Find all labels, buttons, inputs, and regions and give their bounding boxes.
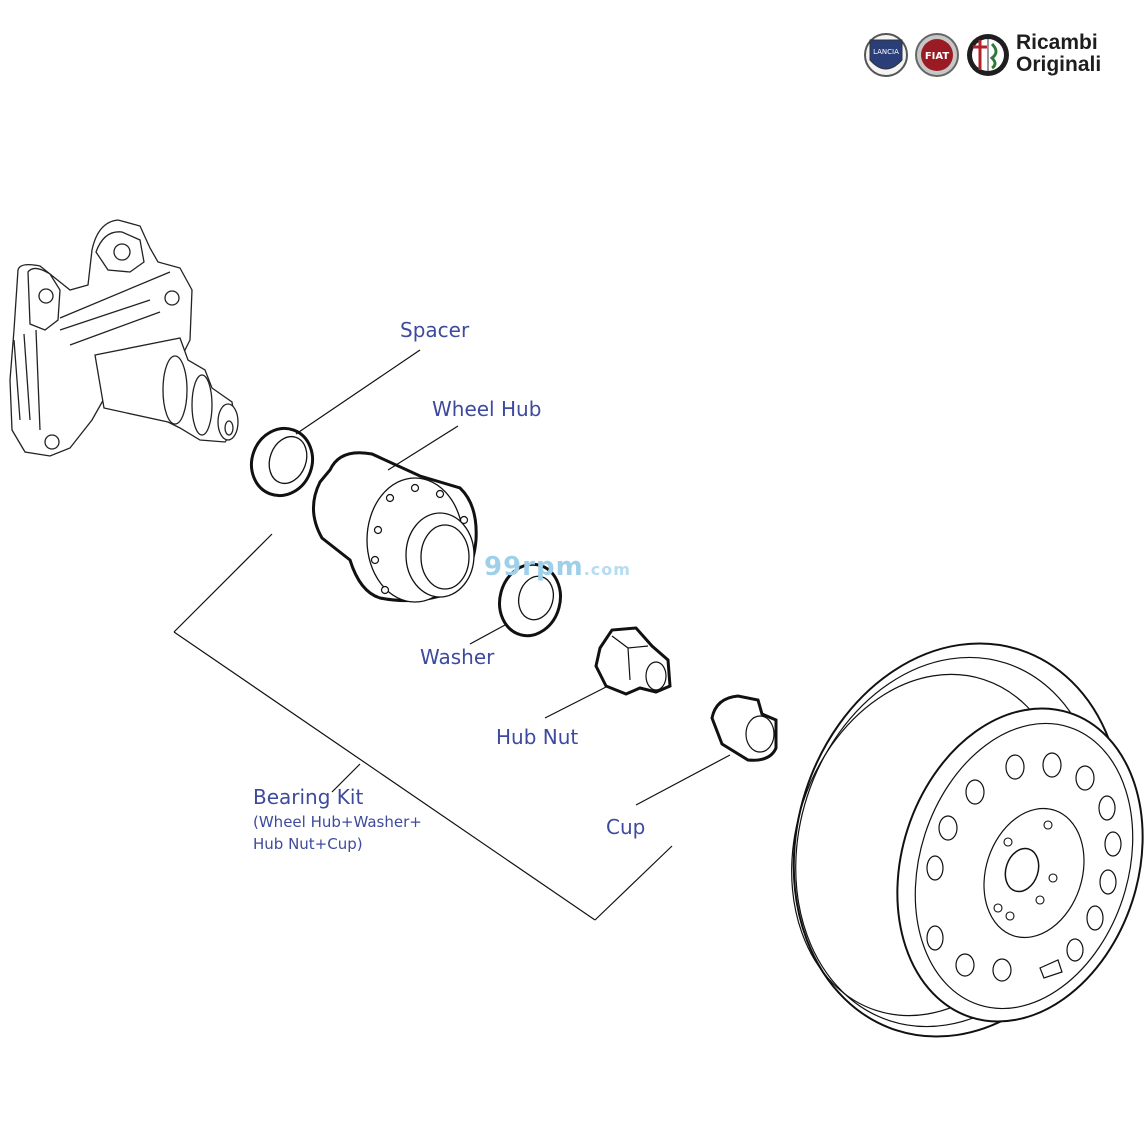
hub-nut-part [594, 626, 672, 696]
bearing-kit-detail-1: (Wheel Hub+Washer+ [253, 813, 422, 831]
bearing-kit-label: Bearing Kit [253, 785, 364, 809]
watermark-suffix: .com [583, 560, 631, 579]
cup-label: Cup [606, 815, 646, 839]
steel-wheel-part [791, 642, 1144, 1038]
bearing-kit-detail-2: Hub Nut+Cup) [253, 835, 363, 853]
fiat-logo-text: FIAT [925, 51, 950, 62]
washer-part [498, 562, 562, 638]
fiat-logo: FIAT [915, 33, 959, 77]
brand-line-2: Originali [1016, 53, 1102, 76]
spacer-part [250, 426, 314, 498]
leader-lines [173, 349, 731, 921]
lancia-logo-text: LANCIA [873, 48, 899, 56]
cup-part [710, 694, 778, 762]
wheel-hub-label: Wheel Hub [432, 397, 542, 421]
brand-line-1: Ricambi [1016, 31, 1098, 54]
knuckle-part [9, 219, 239, 457]
lancia-logo: LANCIA [864, 33, 908, 77]
wheel-hub-part [312, 451, 478, 603]
washer-label: Washer [420, 645, 495, 669]
spacer-label: Spacer [400, 318, 470, 342]
watermark: 99rpm.com [484, 552, 631, 582]
alfa-romeo-logo [967, 34, 1009, 76]
watermark-main: 99rpm [484, 552, 584, 582]
hub-nut-label: Hub Nut [496, 725, 579, 749]
